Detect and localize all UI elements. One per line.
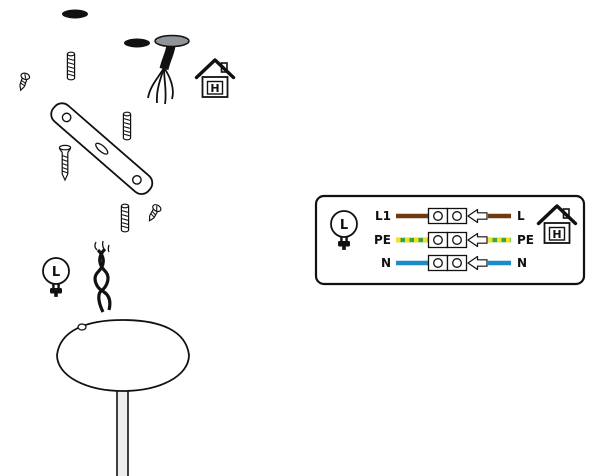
arrow-left-icon [467,232,488,248]
lamp-wires [93,240,112,313]
terminal-row [427,231,468,249]
stud-screw [122,111,132,141]
pan-screw [145,202,163,224]
terminal-label-l1: L1 [375,209,391,223]
pan-screw [15,71,31,93]
terminal-row [427,254,468,272]
flat-screw [58,144,72,181]
ceiling-hole-top [62,9,88,19]
stud-screw [66,51,76,81]
arrow-left-icon [467,208,488,224]
ceiling-cable [147,34,190,105]
cable-grommet [154,34,190,48]
terminal-row [427,207,468,225]
stud-screw [120,203,130,233]
lamp-icon [42,257,70,298]
ceiling-canopy [56,319,190,392]
terminal-label-n-right: N [517,256,527,270]
terminal-label-l: L [517,209,525,223]
terminal-label-pe-left: PE [374,233,391,247]
canopy-screw-hole [77,323,87,331]
mounting-bracket [50,102,154,195]
terminal-label-pe-right: PE [517,233,534,247]
ceiling-hole-lower [124,38,150,48]
house-icon [194,58,236,99]
terminal-label-n-left: N [381,256,391,270]
wiring-panel: L1 L PE PE N N [314,194,586,286]
arrow-left-icon [467,255,488,271]
pendant-tube [116,377,129,476]
